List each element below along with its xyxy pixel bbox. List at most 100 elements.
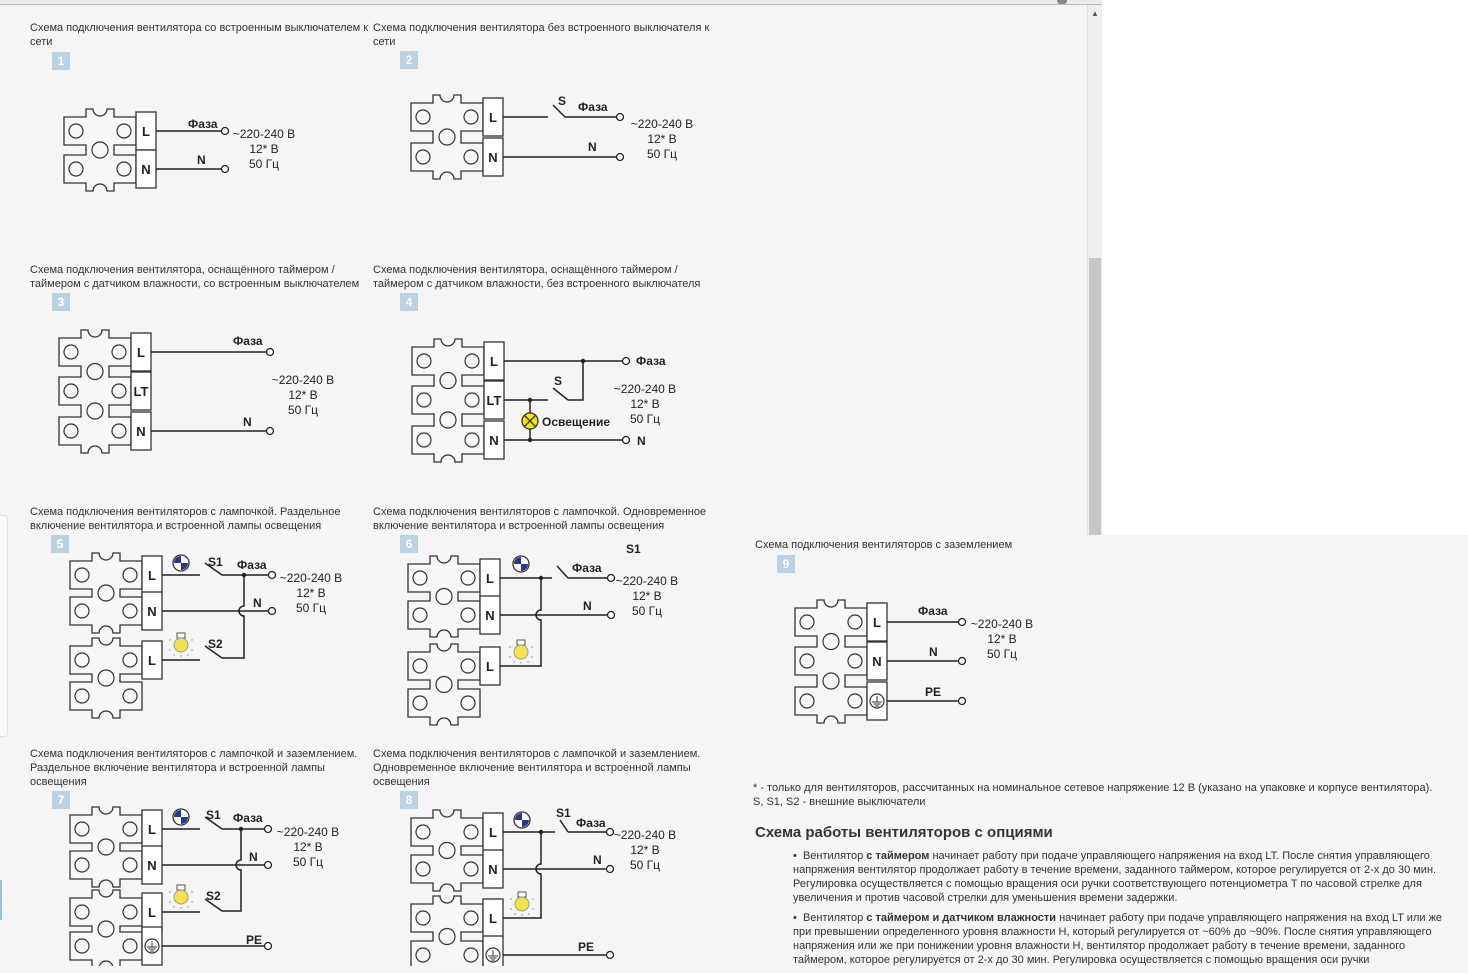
terminal-label-n: N bbox=[488, 862, 497, 877]
terminal-icon bbox=[615, 112, 625, 122]
neutral-label: N bbox=[637, 434, 646, 448]
screw-icon bbox=[847, 614, 863, 630]
voltage-label: ~220-240 В bbox=[971, 617, 1033, 631]
phase-label: Фаза bbox=[188, 117, 218, 131]
lamp-ray bbox=[528, 913, 530, 915]
diagram-7-number-badge: 7 bbox=[52, 791, 70, 809]
diagram-5-number-badge: 5 bbox=[51, 535, 69, 553]
screw-icon bbox=[460, 658, 476, 674]
terminal-label-n: N bbox=[489, 433, 498, 448]
screw-icon bbox=[111, 344, 127, 360]
terminal-icon bbox=[605, 864, 615, 874]
lamp-ray bbox=[169, 649, 171, 651]
terminal-label-n: N bbox=[147, 858, 156, 873]
terminal-label-l: L bbox=[148, 822, 156, 837]
screw-icon bbox=[122, 821, 138, 837]
diagram-6-number-badge: 6 bbox=[400, 535, 418, 553]
screw-icon bbox=[74, 688, 90, 704]
neutral-label: N bbox=[929, 645, 938, 659]
vertical-scrollbar[interactable]: ▲ bbox=[1087, 5, 1102, 535]
terminal-block bbox=[410, 895, 484, 966]
phase-label: Фаза bbox=[237, 558, 267, 572]
terminal-icon bbox=[605, 950, 615, 960]
screw-icon bbox=[122, 652, 138, 668]
junction-dot bbox=[527, 437, 533, 443]
lamp-ray bbox=[531, 646, 533, 648]
phase-label: Фаза bbox=[233, 811, 263, 825]
lamp-ray bbox=[520, 662, 522, 664]
screw-icon bbox=[412, 607, 428, 623]
terminal-label-lt: LT bbox=[487, 393, 502, 408]
option-bold: с таймером и датчиком влажности bbox=[866, 912, 1057, 924]
lamp-ray bbox=[191, 901, 193, 903]
lamp-ray bbox=[191, 649, 193, 651]
scroll-up-arrow-icon[interactable]: ▲ bbox=[1091, 9, 1099, 18]
lamp-ray bbox=[187, 906, 189, 908]
screw-icon bbox=[463, 824, 479, 840]
voltage-label: 50 Гц bbox=[630, 858, 660, 872]
screw-icon bbox=[412, 658, 428, 674]
screw-icon bbox=[122, 857, 138, 873]
screw-icon bbox=[415, 149, 431, 165]
phase-label: Фаза bbox=[918, 604, 948, 618]
lamp-ray bbox=[180, 907, 182, 909]
mount-hole-icon bbox=[86, 402, 104, 420]
mount-hole-icon bbox=[438, 927, 456, 946]
phase-label: Фаза bbox=[233, 334, 263, 348]
terminal-label-n: N bbox=[147, 604, 156, 619]
wire-crossing bbox=[503, 832, 542, 919]
option-bold: с таймером bbox=[866, 850, 930, 862]
option-text: начинает работу при подаче управляющего … bbox=[793, 850, 1437, 904]
neutral-label: N bbox=[249, 850, 258, 864]
wire-crossing bbox=[500, 578, 542, 667]
lamp-ray bbox=[521, 914, 523, 916]
lamp-ray bbox=[180, 655, 182, 657]
screw-icon bbox=[74, 938, 90, 954]
switch-icon bbox=[552, 104, 566, 118]
voltage-label: 50 Гц bbox=[288, 403, 318, 417]
switch-icon bbox=[204, 898, 223, 912]
lamp-cross bbox=[524, 415, 536, 427]
mount-hole-icon bbox=[97, 838, 115, 856]
voltage-label: 50 Гц bbox=[647, 147, 677, 161]
top-scrollbar[interactable] bbox=[0, 0, 1102, 5]
side-tab-edge[interactable] bbox=[0, 880, 2, 920]
screw-icon bbox=[415, 824, 431, 840]
screw-icon bbox=[799, 693, 815, 709]
voltage-label: 12* В bbox=[630, 843, 659, 857]
screw-icon bbox=[111, 383, 127, 399]
voltage-label: ~220-240 В bbox=[616, 574, 678, 588]
screw-icon bbox=[412, 695, 428, 711]
switch-icon bbox=[559, 819, 569, 833]
screw-icon bbox=[116, 123, 132, 139]
pe-label: PE bbox=[246, 933, 262, 947]
scrollbar-thumb[interactable] bbox=[1089, 258, 1101, 535]
terminal-icon bbox=[605, 827, 615, 837]
scroll-knob[interactable] bbox=[1057, 0, 1067, 4]
lamp-ray bbox=[191, 639, 193, 641]
terminal-icon bbox=[957, 617, 967, 627]
voltage-label: 12* В bbox=[296, 586, 325, 600]
screw-icon bbox=[74, 904, 90, 920]
diagram-4-number-badge: 4 bbox=[400, 293, 418, 311]
neutral-label: N bbox=[583, 599, 592, 613]
screw-icon bbox=[122, 603, 138, 619]
terminal-block bbox=[69, 552, 143, 634]
screw-icon bbox=[68, 161, 84, 177]
voltage-label: 12* В bbox=[987, 632, 1016, 646]
voltage-label: 50 Гц bbox=[293, 855, 323, 869]
terminal-block bbox=[410, 809, 484, 892]
diagram-9-caption: Схема подключения вентиляторов с заземле… bbox=[755, 539, 1013, 551]
screw-icon bbox=[415, 910, 431, 926]
wire-crossing bbox=[222, 829, 242, 912]
mount-hole-icon bbox=[822, 672, 840, 690]
terminal-icon bbox=[263, 941, 273, 951]
option-text: Вентилятор bbox=[802, 912, 867, 924]
voltage-label: ~220-240 В bbox=[233, 127, 295, 141]
diagram-3-caption: Схема подключения вентилятора, оснащённо… bbox=[30, 264, 360, 290]
voltage-label: 50 Гц bbox=[632, 604, 662, 618]
screw-icon bbox=[799, 653, 815, 669]
